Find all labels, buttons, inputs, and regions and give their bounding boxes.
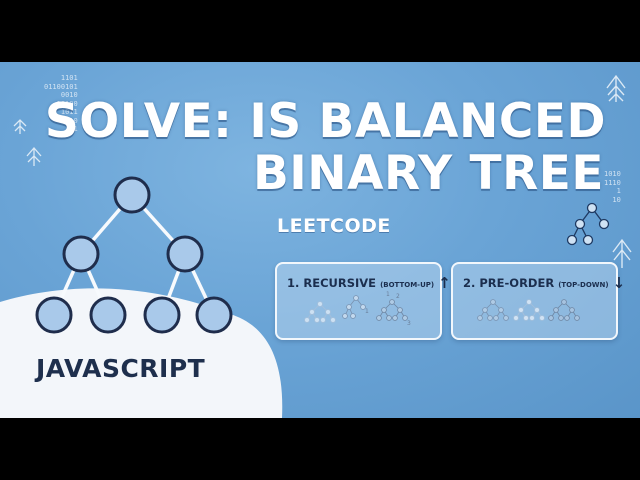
- binary-digits: 10100: [56, 99, 78, 108]
- binary-digits: 1110: [604, 178, 621, 187]
- binary-tree-icon: [35, 176, 233, 334]
- arrow-down-icon: ↓: [612, 274, 626, 292]
- tree-node: [143, 296, 181, 334]
- card-title: 1. RECURSIVE (BOTTOM-UP) ↑: [287, 273, 451, 292]
- mini-tree-icon: [548, 299, 580, 321]
- binary-digits: 1: [616, 187, 621, 195]
- mini-tree-icon: [513, 299, 545, 321]
- card-label: 2. PRE-ORDER: [463, 276, 555, 290]
- background-art: 1 2 1 3: [0, 74, 632, 418]
- tree-nodes: [35, 176, 233, 334]
- binary-digits-left: 1101 01100101 0010 10100 1011 10 1: [44, 74, 78, 134]
- binary-digits: 1011: [60, 108, 78, 116]
- tree-node: [35, 296, 73, 334]
- mini-tree-icon: [342, 295, 366, 319]
- card-title: 2. PRE-ORDER (TOP-DOWN) ↓: [463, 273, 626, 292]
- mini-tree-icon: [376, 299, 408, 321]
- tree-node-root: [113, 176, 151, 214]
- title-line-2: BINARY TREE: [252, 146, 604, 201]
- mini-tree-icon: [477, 299, 509, 321]
- thumbnail: 1 2 1 3 1101 01100101 0010 10100 1011 10…: [0, 62, 640, 418]
- binary-digits: 0010: [60, 91, 78, 99]
- binary-digits-right: 1010 1110 1 10: [604, 170, 621, 204]
- mini-label: 3: [407, 320, 411, 327]
- mini-label: 1: [365, 308, 369, 315]
- pine-tree-icon: [612, 238, 632, 268]
- tree-node: [166, 235, 204, 273]
- mini-label: 1: [386, 291, 390, 298]
- language-label: JAVASCRIPT: [36, 354, 206, 383]
- binary-digits: 1: [73, 125, 78, 133]
- title-line-1: SOLVE: IS BALANCED: [44, 94, 606, 149]
- card-note: (BOTTOM-UP): [380, 281, 435, 289]
- tree-node: [62, 235, 100, 273]
- approach-card-pre-order: 2. PRE-ORDER (TOP-DOWN) ↓: [451, 262, 625, 340]
- pine-tree-icon: [26, 147, 42, 166]
- pine-tree-icon: [606, 74, 626, 102]
- binary-digits: 10: [612, 195, 621, 204]
- binary-digits: 1101: [60, 74, 78, 82]
- approach-card-recursive: 1. RECURSIVE (BOTTOM-UP) ↑: [275, 262, 451, 340]
- subtitle: LEETCODE: [277, 215, 391, 237]
- mini-tree-icon: [304, 301, 336, 323]
- card-note: (TOP-DOWN): [558, 281, 609, 289]
- binary-digits: 10: [69, 116, 78, 125]
- binary-digits: 01100101: [44, 82, 78, 91]
- tree-node: [195, 296, 233, 334]
- card-label: 1. RECURSIVE: [287, 276, 377, 290]
- tree-node: [89, 296, 127, 334]
- binary-tree-icon: [566, 202, 610, 246]
- pine-tree-icon: [13, 119, 27, 134]
- binary-digits: 1010: [604, 170, 621, 178]
- mini-label: 2: [396, 293, 400, 300]
- arrow-up-icon: ↑: [438, 274, 451, 292]
